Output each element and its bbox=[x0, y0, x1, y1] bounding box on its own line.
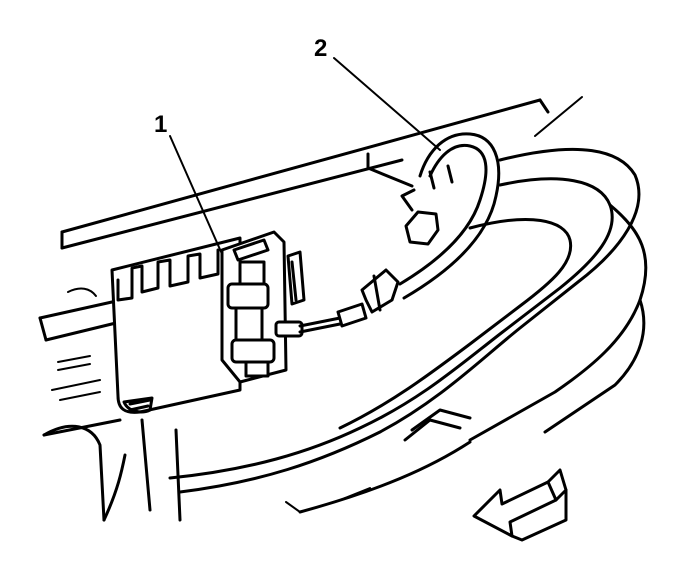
callout-1-label: 1 bbox=[154, 111, 167, 138]
callout-1-leader bbox=[169, 135, 223, 255]
valve-assembly bbox=[220, 230, 342, 384]
lower-structure bbox=[42, 287, 182, 522]
callout-2-label: 2 bbox=[314, 35, 327, 62]
upper-rail bbox=[60, 96, 583, 250]
hollow-arrow-left-icon bbox=[472, 468, 568, 542]
door-panel bbox=[38, 147, 648, 514]
hose bbox=[336, 132, 501, 328]
callout-2-leader bbox=[333, 57, 441, 151]
control-module bbox=[110, 236, 242, 414]
